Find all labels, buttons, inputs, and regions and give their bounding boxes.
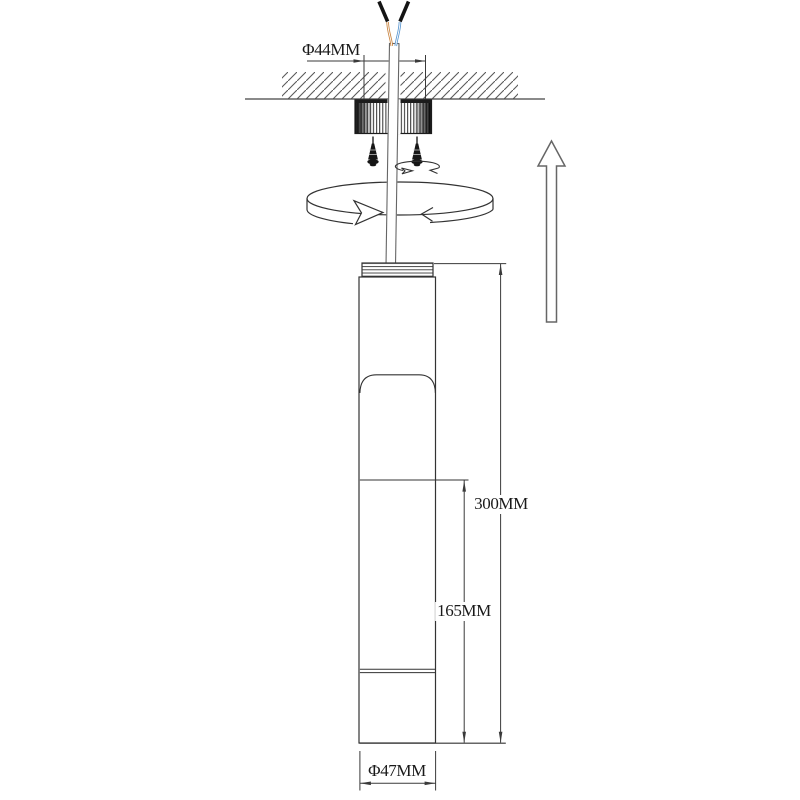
tube-diameter-label: Φ47MM <box>368 761 426 780</box>
suspension-cable <box>385 42 400 264</box>
up-arrow-icon <box>536 139 567 323</box>
twist-arrow-icon <box>394 160 440 175</box>
rotation-arrow-icon <box>306 181 494 226</box>
lower-tube-height-label: 165MM <box>435 601 493 621</box>
screw-left-icon <box>367 136 379 167</box>
lamp-body <box>358 262 506 744</box>
screw-right-icon <box>411 136 423 167</box>
wires <box>377 0 411 47</box>
canopy-diameter-label: Φ44MM <box>302 40 360 59</box>
overall-height-label: 300MM <box>472 494 530 514</box>
canopy-diameter-dimension <box>307 55 426 99</box>
tube-diameter-dimension <box>359 751 437 791</box>
